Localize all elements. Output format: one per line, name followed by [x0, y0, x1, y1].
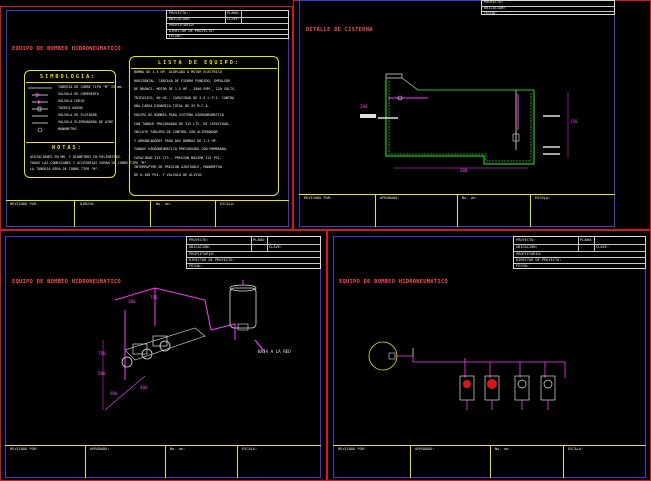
- sheet-4-titleblock: PROYECTO: PLANO: UBICACION: CLAVE: PROPI…: [513, 236, 646, 269]
- dim-label: 500: [98, 371, 106, 376]
- tb-label: PROYECTO:: [169, 11, 189, 15]
- tb-label: PROPIETARIO:: [169, 23, 195, 27]
- sheet-2-titleblock: PROYECTO: UBICACION: FECHA:: [481, 0, 615, 15]
- sheet-4-title: EQUIPO DE BOMBEO HIDRONEUMATICO: [339, 279, 448, 285]
- tb-label: UBICACION:: [516, 245, 538, 249]
- legend-heading: SIMBOLOGIA:: [40, 74, 97, 80]
- footer-label: REVISADO POR:: [10, 202, 39, 206]
- note-item: ACOTACIONES EN MM. Y DIAMETROS EN MILIME…: [30, 155, 122, 159]
- legend-item: TUBERIA DE COBRE TIPO "M" 25 mm.: [58, 85, 124, 89]
- sheet-3-frame: [5, 236, 321, 478]
- equipment-box: [129, 56, 279, 196]
- dim-label: 200: [360, 104, 368, 109]
- tb-label: PROYECTO:: [484, 0, 504, 4]
- footer-label: REVISADO POR:: [304, 196, 333, 200]
- footer-label: REVISADO POR:: [338, 447, 367, 451]
- tb-label: DIRECTOR DE PROYECTO:: [516, 258, 562, 262]
- tb-label: PLANO:: [227, 11, 240, 15]
- tb-label: FECHA:: [516, 264, 529, 268]
- note-item: TODAS LAS CONEXIONES Y ACCESORIOS SERAN …: [30, 161, 149, 165]
- footer-label: No. de:: [462, 196, 478, 200]
- tb-label: CLAVE:: [269, 245, 282, 249]
- equipment-line: BOMBA DE 1.5 HP. ACOPLADA A MOTOR ELECTR…: [134, 70, 222, 74]
- tb-label: DIRECTOR DE PROYECTO:: [169, 29, 215, 33]
- legend-box: [24, 70, 116, 178]
- equipment-line: INCLUYE TABLERO DE CONTROL CON ALTERNADO…: [134, 130, 218, 135]
- footer-label: No. de:: [495, 447, 511, 451]
- tb-label: FECHA:: [484, 11, 497, 15]
- tb-label: CLAVE:: [596, 245, 609, 249]
- sheet-1-footer-line: [6, 200, 289, 201]
- equipment-list: BOMBA DE 1.5 HP. ACOPLADA A MOTOR ELECTR…: [134, 70, 274, 183]
- footer-label: ESCALA:: [220, 202, 236, 206]
- dim-label: 300: [128, 299, 136, 304]
- legend-item: VALVULA CHECK: [58, 99, 85, 103]
- dim-label: 750: [150, 295, 158, 300]
- tb-label: PLANO:: [580, 238, 593, 242]
- legend-item: TUERCA UNION: [58, 106, 83, 110]
- equipment-line: UNA CARGA DINAMICA TOTAL DE 35 M.C.A.: [134, 104, 210, 109]
- cistern-section: [360, 73, 569, 169]
- tb-label: PROPIETARIO:: [189, 252, 215, 256]
- legend-item: VALVULA ELIMINADORA DE AIRE: [58, 120, 114, 124]
- footer-label: ESCALA:: [535, 196, 551, 200]
- sheet-3-title: EQUIPO DE BOMBEO HIDRONEUMATICO: [12, 279, 121, 285]
- tb-label: PROYECTO:: [189, 238, 209, 242]
- footer-label: APROBADO:: [90, 447, 110, 451]
- sheet-3-titleblock: PROYECTO: PLANO: UBICACION: CLAVE: PROPI…: [186, 236, 321, 269]
- footer-label: ESCALA:: [568, 447, 584, 451]
- sheet-1-titleblock: PROYECTO: PLANO: UBICACION: CLAVE: PROPI…: [166, 10, 289, 39]
- tb-label: PROPIETARIO:: [516, 252, 542, 256]
- footer-label: No. de:: [170, 447, 186, 451]
- tb-label: FECHA:: [169, 34, 182, 38]
- equipment-line: DE 0-100 PSI. Y VALVULA DE ALIVIO.: [134, 173, 204, 178]
- equipment-line: TRIFASICO, 60 HZ., CAPACIDAD DE 2.5 L.P.…: [134, 95, 235, 100]
- dim-label: 300: [460, 168, 468, 173]
- sheet-1-frame: [6, 10, 289, 227]
- equipment-line: DE BRONCE, MOTOR DE 1.5 HP., 3500 RPM., …: [134, 87, 237, 92]
- schematic-pump-drawing: [368, 341, 566, 410]
- footer-label: ESCALA:: [242, 447, 258, 451]
- footer-label: REVISADO POR:: [10, 447, 39, 451]
- footer-label: DIBUJO:: [80, 202, 96, 206]
- equipment-line: TANQUE HIDRONEUMATICO PRECARGADO CON MEM…: [134, 147, 228, 152]
- equipment-line: HORIZONTAL, CARCASA DE FIERRO FUNDIDO, I…: [134, 78, 230, 83]
- footer-label: APROBADO:: [415, 447, 435, 451]
- legend-symbols: [28, 87, 52, 133]
- dim-label: 750: [98, 351, 106, 356]
- isometric-pump-drawing: [102, 280, 266, 411]
- equipment-line: CAPACIDAD 315 LTS., PRESION MAXIMA 125 P…: [134, 155, 222, 160]
- sheet-1[interactable]: [0, 6, 293, 230]
- footer-label: APROBADO:: [380, 196, 400, 200]
- legend-item: VALVULA DE FLOTADOR: [58, 113, 97, 117]
- legend-item: MANOMETRO: [58, 127, 77, 131]
- sheet-1-title: EQUIPO DE BOMBEO HIDRONEUMATICO: [12, 46, 121, 52]
- notes-heading: NOTAS:: [52, 145, 83, 151]
- sheet-4-frame: [333, 236, 646, 478]
- tb-label: CLAVE:: [227, 17, 240, 21]
- legend-item: VALVULA DE COMPUERTA: [58, 92, 99, 96]
- equipment-line: CON TANQUE PRECARGADO DE 315 LTS. DE CAP…: [134, 121, 230, 126]
- tb-label: DIRECTOR DE PROYECTO:: [189, 258, 235, 262]
- dim-label: 900: [110, 391, 118, 396]
- tb-label: FECHA:: [189, 264, 202, 268]
- note-label: BAJA A LA RED: [258, 349, 291, 354]
- tb-label: UBICACION:: [169, 17, 191, 21]
- dim-label: 150: [570, 119, 578, 124]
- tb-label: UBICACION:: [189, 245, 211, 249]
- equipment-line: EQUIPO DE BOMBEO PARA SISTEMA HIDRONEUMA…: [134, 112, 224, 117]
- footer-label: No. de:: [156, 202, 172, 206]
- equipment-line: INTERRUPTOR DE PRESION AJUSTABLE, MANOME…: [134, 164, 222, 169]
- equipment-heading: LISTA DE EQUIPO:: [158, 60, 240, 66]
- tb-label: PLANO:: [253, 238, 266, 242]
- note-item: LA TUBERIA SERA DE COBRE TIPO "M".: [30, 167, 100, 171]
- equipment-line: Y ARRANCADORES PARA DOS BOMBAS DE 1.5 HP…: [134, 138, 218, 143]
- tb-label: PROYECTO:: [516, 238, 536, 242]
- sheet-2-title: DETALLE DE CISTERNA: [306, 27, 373, 33]
- tb-label: UBICACION:: [484, 6, 506, 10]
- dim-label: 400: [140, 385, 148, 390]
